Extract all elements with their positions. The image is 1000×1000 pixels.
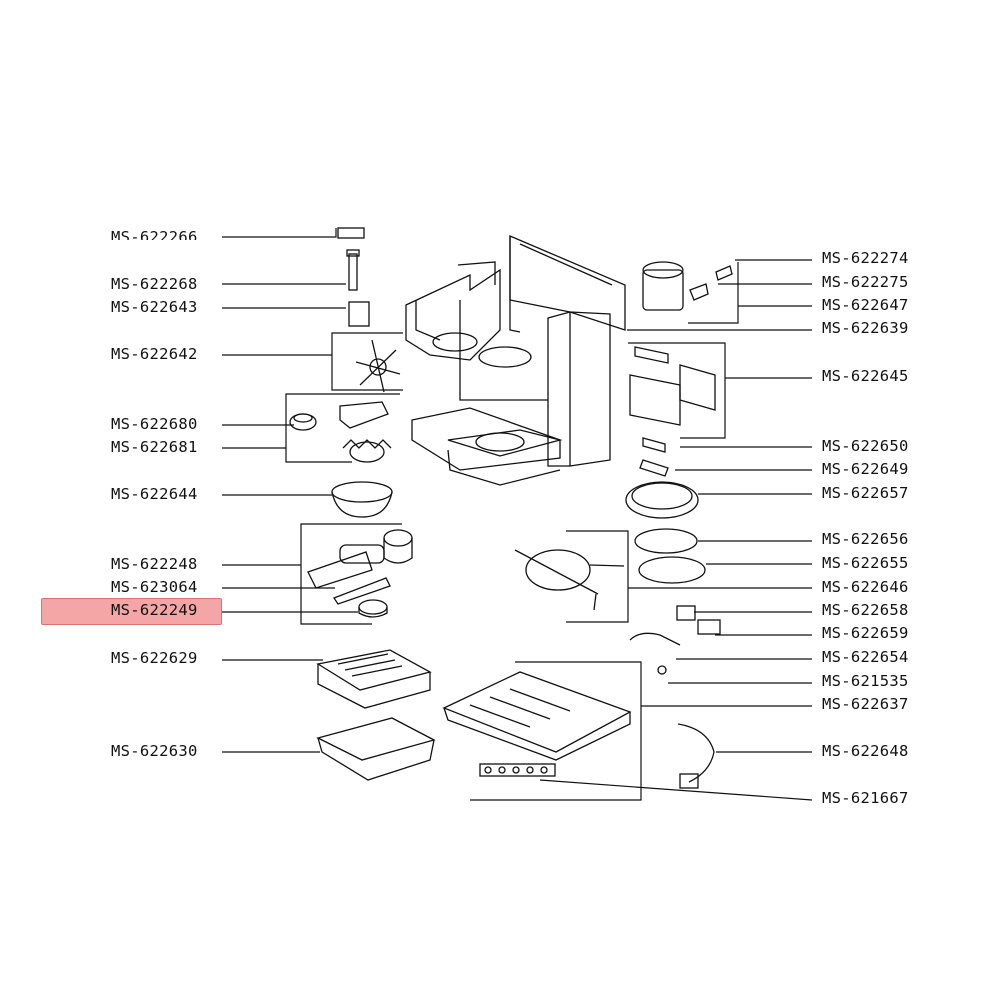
part-label-ms-623064[interactable]: MS-623064 — [111, 578, 198, 596]
part-label-ms-622649[interactable]: MS-622649 — [822, 460, 909, 478]
machine-housing — [405, 235, 626, 486]
part-label-ms-621535[interactable]: MS-621535 — [822, 672, 909, 690]
part-label-ms-622657[interactable]: MS-622657 — [822, 484, 909, 502]
leader-lines-left — [222, 228, 403, 753]
part-label-ms-622647[interactable]: MS-622647 — [822, 296, 909, 314]
drip-trays — [316, 649, 436, 781]
part-label-ms-622643[interactable]: MS-622643 — [111, 298, 198, 316]
part-label-ms-622655[interactable]: MS-622655 — [822, 554, 909, 572]
part-label-ms-622642[interactable]: MS-622642 — [111, 345, 198, 363]
part-label-ms-622629[interactable]: MS-622629 — [111, 649, 198, 667]
left-parts — [289, 227, 413, 618]
leader-lines-right — [470, 259, 813, 801]
part-label-ms-622268[interactable]: MS-622268 — [111, 275, 198, 293]
part-label-ms-622650[interactable]: MS-622650 — [822, 437, 909, 455]
part-label-ms-622248[interactable]: MS-622248 — [111, 555, 198, 573]
part-label-ms-622249[interactable]: MS-622249 — [111, 601, 198, 619]
selected-part-highlight — [41, 598, 222, 625]
part-label-ms-621667[interactable]: MS-621667 — [822, 789, 909, 807]
part-label-ms-622645[interactable]: MS-622645 — [822, 367, 909, 385]
part-label-ms-622630[interactable]: MS-622630 — [111, 742, 198, 760]
part-label-ms-622648[interactable]: MS-622648 — [822, 742, 909, 760]
part-label-ms-622266[interactable]: MS-622266 — [111, 228, 198, 240]
part-label-ms-622644[interactable]: MS-622644 — [111, 485, 198, 503]
part-label-ms-622275[interactable]: MS-622275 — [822, 273, 909, 291]
part-label-ms-622656[interactable]: MS-622656 — [822, 530, 909, 548]
right-parts — [514, 261, 733, 789]
part-label-ms-622680[interactable]: MS-622680 — [111, 415, 198, 433]
part-label-ms-622658[interactable]: MS-622658 — [822, 601, 909, 619]
base-plate — [442, 671, 632, 777]
part-label-ms-622637[interactable]: MS-622637 — [822, 695, 909, 713]
part-label-ms-622659[interactable]: MS-622659 — [822, 624, 909, 642]
part-label-ms-622646[interactable]: MS-622646 — [822, 578, 909, 596]
part-label-ms-622681[interactable]: MS-622681 — [111, 438, 198, 456]
part-label-ms-622274[interactable]: MS-622274 — [822, 249, 909, 267]
part-label-ms-622654[interactable]: MS-622654 — [822, 648, 909, 666]
part-label-ms-622639[interactable]: MS-622639 — [822, 319, 909, 337]
